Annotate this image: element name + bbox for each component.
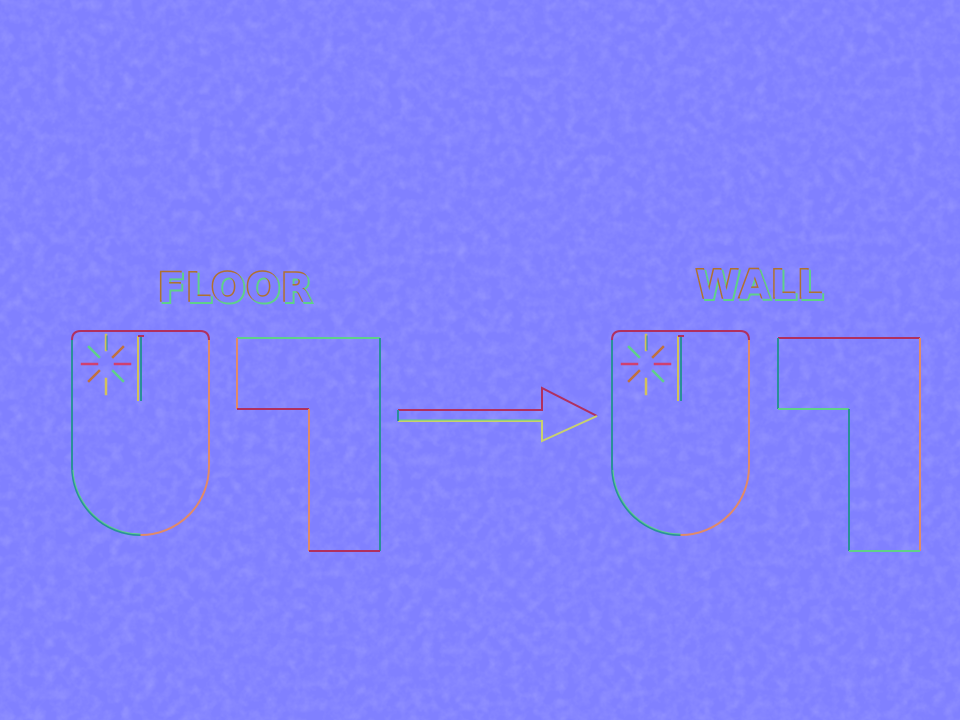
wall-capsule-shape bbox=[610, 330, 751, 536]
wall-seven-shape bbox=[777, 337, 921, 552]
floor-label-shadow: FLOOR bbox=[159, 267, 314, 313]
floor-label: FLOOR FLOOR FLOOR bbox=[156, 264, 314, 314]
wall-label: WALL WALL WALL bbox=[694, 261, 825, 311]
wall-bar-icon bbox=[677, 335, 684, 401]
floor-bar-icon bbox=[137, 335, 144, 401]
wall-label-text: WALL bbox=[696, 263, 824, 309]
wall-sun-icon bbox=[620, 333, 672, 396]
floor-label-text: FLOOR bbox=[158, 266, 313, 312]
floor-sun-icon bbox=[80, 333, 132, 396]
right-arrow bbox=[397, 386, 598, 443]
floor-label-highlight: FLOOR bbox=[157, 265, 312, 311]
wall-label-highlight: WALL bbox=[695, 262, 823, 308]
floor-seven-shape bbox=[236, 337, 381, 552]
floor-capsule-shape bbox=[70, 330, 211, 536]
wall-label-shadow: WALL bbox=[697, 264, 825, 310]
